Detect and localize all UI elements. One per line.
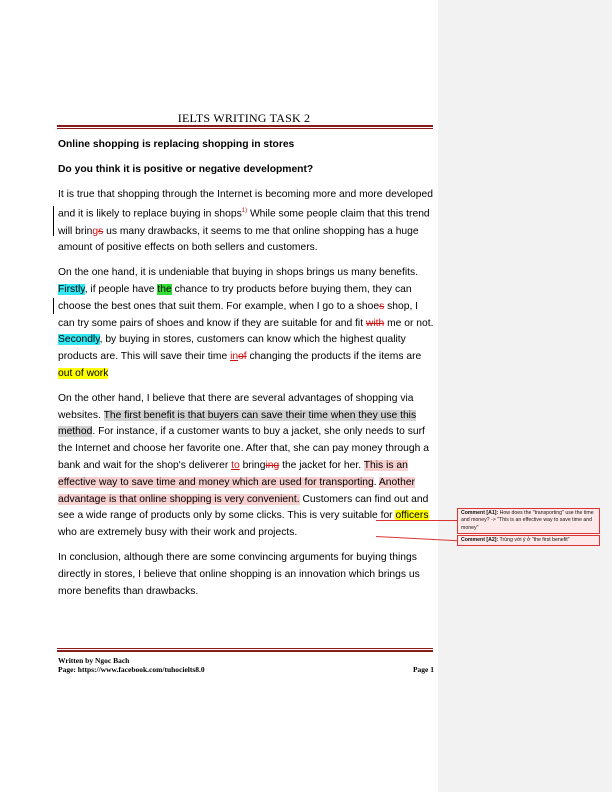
change-bar bbox=[53, 206, 54, 236]
highlight-firstly: Firstly bbox=[58, 284, 85, 295]
highlight-the: the bbox=[157, 284, 172, 295]
document-page bbox=[0, 0, 438, 792]
prompt-line-2: Do you think it is positive or negative … bbox=[58, 163, 314, 175]
paragraph-body-2: On the other hand, I believe that there … bbox=[58, 392, 429, 539]
comment-margin-pane bbox=[438, 0, 612, 792]
footer-rule-thick bbox=[57, 650, 433, 652]
highlight-secondly: Secondly bbox=[58, 334, 100, 346]
footer-page-number: Page 1 bbox=[412, 665, 434, 674]
change-bar bbox=[53, 298, 54, 314]
header-rule bbox=[57, 125, 433, 127]
comment-a1[interactable]: Comment [A1]: How does the "transporting… bbox=[457, 508, 600, 535]
header-rule-thin bbox=[57, 128, 433, 129]
footer-author: Written by Ngoc Bach bbox=[58, 656, 130, 665]
highlight-officers: officers bbox=[395, 510, 429, 522]
highlight-out-of-work: out of work bbox=[58, 367, 109, 379]
paragraph-body-1: On the one hand, it is undeniable that b… bbox=[58, 267, 434, 379]
prompt-line-1: Online shopping is replacing shopping in… bbox=[58, 139, 295, 150]
document-body[interactable]: Online shopping is replacing shopping in… bbox=[58, 137, 436, 600]
footer-rule bbox=[57, 648, 433, 649]
comment-connector bbox=[376, 520, 458, 521]
comment-anchor: 1) bbox=[241, 208, 248, 215]
paragraph-conclusion: In conclusion, although there are some c… bbox=[58, 551, 420, 597]
comment-a2[interactable]: Comment [A2]: Trùng với ý ở "the first b… bbox=[457, 535, 600, 547]
footer-page-link[interactable]: Page: https://www.facebook.com/tuhocielt… bbox=[58, 665, 205, 674]
paragraph-intro: It is true that shopping through the Int… bbox=[58, 188, 433, 254]
page-header-title: IELTS WRITING TASK 2 bbox=[177, 111, 311, 125]
